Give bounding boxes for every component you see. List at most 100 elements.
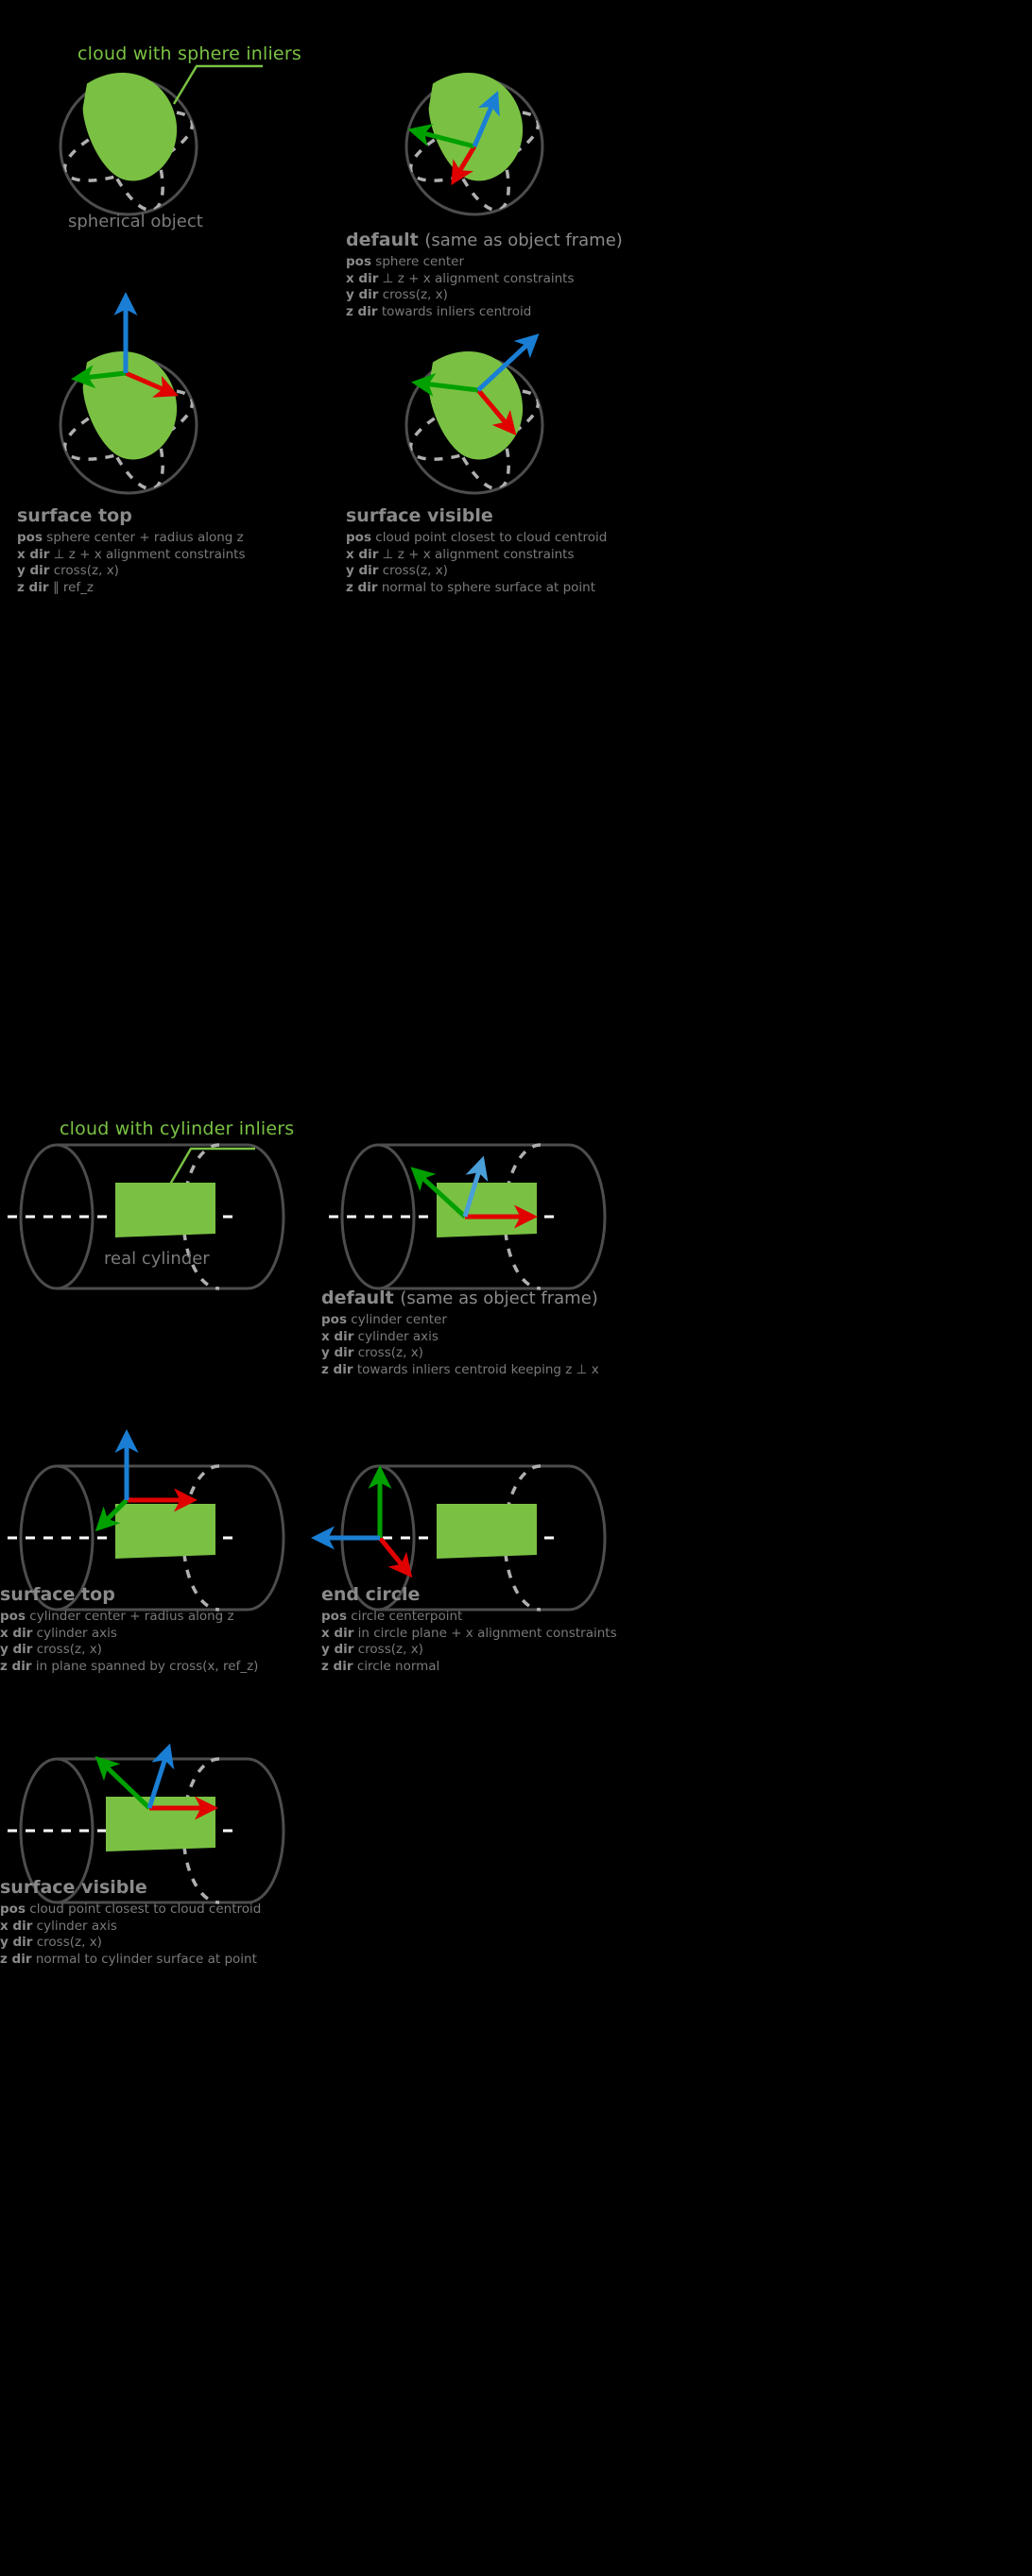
axis-z-arrow (462, 1155, 489, 1218)
sphere-panel-default (346, 38, 648, 246)
desc-row: y dir cross(z, x) (0, 1935, 102, 1950)
desc-row: y dir cross(z, x) (0, 1642, 102, 1657)
cylinder-surface-top-axes (95, 1429, 198, 1532)
frame-title: default (same as object frame) (346, 230, 623, 250)
sphere-inlier-cloud (82, 73, 177, 181)
cylinder-cloud-callout-label: cloud with cylinder inliers (60, 1118, 295, 1139)
desc-row: x dir ⊥ z + x alignment constraints (346, 546, 575, 562)
desc-row: x dir ⊥ z + x alignment constraints (17, 546, 246, 562)
sphere-surface-visible-description: surface visible pos cloud point closest … (346, 504, 607, 596)
sphere-cloud-callout-label: cloud with sphere inliers (77, 43, 301, 64)
cylinder-inlier-cloud (115, 1183, 215, 1237)
desc-row: z dir circle normal (321, 1658, 440, 1674)
desc-row: y dir cross(z, x) (321, 1345, 423, 1360)
cylinder-default-description: default (same as object frame) pos cylin… (321, 1287, 599, 1378)
desc-row: z dir normal to sphere surface at point (346, 579, 596, 595)
desc-row: z dir towards inliers centroid (346, 303, 532, 319)
desc-row: pos cylinder center + radius along z (0, 1609, 234, 1624)
cylinder-near-cap (340, 1143, 416, 1290)
sphere-panel-surface-visible (346, 293, 648, 520)
axis-y-arrow (71, 365, 127, 389)
desc-row: x dir cylinder axis (0, 1625, 117, 1641)
desc-row: z dir ∥ ref_z (17, 579, 95, 595)
frame-title: default (same as object frame) (321, 1288, 598, 1308)
desc-row: z dir in plane spanned by cross(x, ref_z… (0, 1658, 259, 1674)
axis-y-arrow (95, 1756, 151, 1810)
cylinder-panel-surface-top (0, 1429, 285, 1615)
sphere-illustration-surface-visible (404, 333, 544, 495)
desc-row: pos cloud point closest to cloud centroi… (346, 530, 608, 545)
cylinder-panel-cloud (0, 1143, 285, 1294)
sphere-surface-top-description: surface top pos sphere center + radius a… (17, 504, 246, 596)
desc-row: x dir cylinder axis (321, 1328, 439, 1344)
cylinder-inlier-cloud (437, 1504, 537, 1559)
sphere-illustration-default (404, 73, 544, 216)
cylinder-surface-visible-description: surface visible pos cloud point closest … (0, 1876, 261, 1968)
frame-title: surface visible (346, 505, 493, 526)
axis-y-arrow (411, 373, 479, 397)
desc-row: pos cloud point closest to cloud centroi… (0, 1902, 262, 1917)
cylinder-far-cap-visible (247, 1464, 285, 1612)
cylinder-far-cap-visible (568, 1143, 607, 1290)
sphere-panel-surface-top (0, 292, 302, 520)
frame-title: surface visible (0, 1877, 147, 1898)
sphere-inlier-cloud (82, 351, 177, 460)
cylinder-object-label: real cylinder (104, 1249, 210, 1269)
frame-title: end circle (321, 1584, 421, 1605)
axis-x-arrow (476, 388, 517, 435)
frame-title: surface top (17, 505, 132, 526)
cylinder-illustration-cyl-surface-top (8, 1429, 285, 1612)
sphere-surface-top-axes (71, 292, 179, 398)
desc-row: z dir towards inliers centroid keeping z… (321, 1361, 599, 1377)
desc-row: y dir cross(z, x) (321, 1642, 423, 1657)
cylinder-panel-surface-visible (0, 1729, 285, 1908)
cylinder-illustration-cloud (8, 1143, 285, 1290)
sphere-inlier-cloud (428, 73, 523, 181)
leader-path (163, 1147, 255, 1195)
desc-row: pos cylinder center (321, 1312, 447, 1327)
desc-row: x dir in circle plane + x alignment cons… (321, 1625, 617, 1641)
cylinder-near-cap (19, 1143, 95, 1290)
axis-x-arrow (125, 370, 179, 398)
cylinder-far-cap-visible (247, 1143, 285, 1290)
cylinder-near-cap (19, 1464, 95, 1612)
axis-y-arrow (95, 1498, 129, 1532)
cylinder-illustration-cyl-surface-visible (8, 1743, 285, 1904)
axis-z-arrow (472, 91, 500, 147)
cylinder-inlier-cloud (115, 1504, 215, 1559)
axis-x-arrow (378, 1536, 413, 1578)
axis-x-arrow (451, 145, 477, 186)
cylinder-panel-default (321, 1143, 607, 1294)
cylinder-end-circle-description: end circle pos circle centerpoint x dir … (321, 1583, 617, 1675)
desc-row: y dir cross(z, x) (17, 563, 119, 578)
desc-row: pos sphere center (346, 254, 465, 269)
cylinder-cloud-leader-line (163, 1147, 255, 1195)
desc-row: pos circle centerpoint (321, 1609, 463, 1624)
axis-z-arrow (476, 333, 540, 392)
frame-title: surface top (0, 1584, 115, 1605)
axis-y-arrow (410, 1167, 467, 1219)
cylinder-body (19, 1143, 285, 1290)
sphere-default-axes (407, 91, 500, 186)
sphere-surface-visible-axes (411, 333, 540, 435)
cylinder-illustration-end-circle (311, 1464, 607, 1612)
cylinder-default-axes (410, 1155, 538, 1229)
cylinder-far-cap-visible (568, 1464, 607, 1612)
cylinder-end-circle-axes (311, 1465, 413, 1578)
cylinder-far-cap-visible (247, 1757, 285, 1904)
cylinder-inlier-cloud (106, 1797, 215, 1851)
desc-row: x dir ⊥ z + x alignment constraints (346, 270, 575, 286)
sphere-inlier-cloud (428, 351, 523, 460)
cylinder-illustration-default (329, 1143, 607, 1290)
cylinder-surface-top-description: surface top pos cylinder center + radius… (0, 1583, 258, 1675)
sphere-panel-cloud (0, 38, 302, 246)
sphere-illustration-surface-top (59, 292, 198, 495)
sphere-illustration-cloud (59, 73, 198, 216)
sphere-default-description: default (same as object frame) pos spher… (346, 229, 623, 320)
sphere-object-label: spherical object (68, 212, 203, 231)
desc-row: z dir normal to cylinder surface at poin… (0, 1951, 257, 1967)
cylinder-surface-visible-axes (95, 1743, 218, 1820)
desc-row: pos sphere center + radius along z (17, 530, 244, 545)
desc-row: y dir cross(z, x) (346, 563, 448, 578)
sphere-cloud-leader-line (172, 64, 263, 105)
